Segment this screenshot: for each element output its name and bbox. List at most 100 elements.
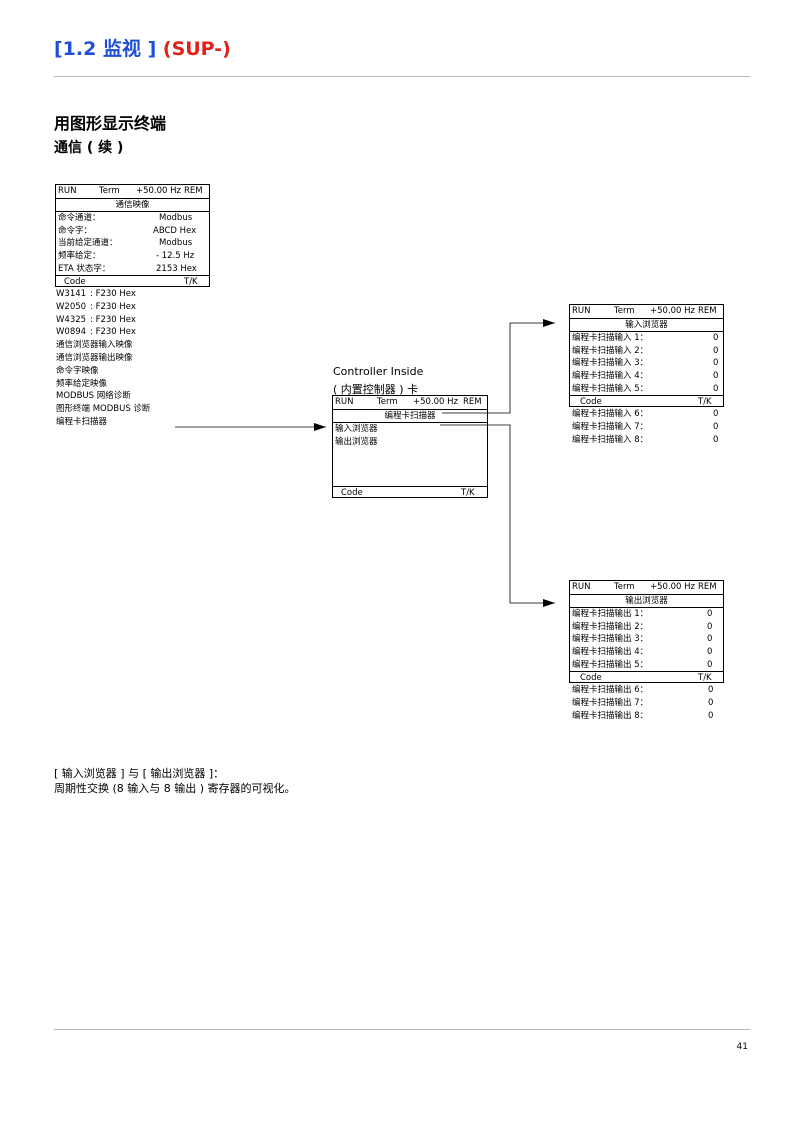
screen-title[interactable]: 编程卡扫描器	[333, 410, 487, 424]
register-item[interactable]: W2050: F230 Hex	[56, 301, 150, 314]
row-value: 0	[713, 383, 719, 394]
register-label: W0894	[56, 327, 87, 338]
menu-item-output-browser[interactable]: 输出浏览器	[335, 436, 378, 447]
menu-item[interactable]: 编程卡扫描器	[56, 416, 108, 427]
data-row: ETA 状态字： 2153 Hex	[56, 263, 209, 276]
data-row: 命令通道： Modbus	[56, 212, 209, 225]
footer-code: Code	[580, 673, 602, 684]
register-value: : F230 Hex	[90, 314, 136, 325]
menu-item[interactable]: 通信浏览器输出映像	[56, 352, 133, 363]
data-row: 编程卡扫描输出 5：0	[570, 659, 723, 672]
status-run: RUN	[58, 186, 77, 196]
footer-bar: Code T/K	[56, 275, 209, 289]
row-value: 2153 Hex	[156, 263, 197, 274]
row-label: ETA 状态字：	[58, 263, 111, 274]
menu-item-input-browser[interactable]: 输入浏览器	[335, 424, 378, 435]
row-label: 编程卡扫描输出 4：	[572, 646, 649, 657]
row-label: 当前给定通道：	[58, 238, 118, 249]
status-run: RUN	[335, 397, 354, 407]
row-value: 0	[708, 685, 714, 695]
register-value: : F230 Hex	[90, 301, 136, 312]
data-row: 编程卡扫描输出 2：0	[570, 621, 723, 634]
status-rem: REM	[184, 186, 203, 196]
screen-title: 通信映像	[56, 199, 209, 213]
menu-item[interactable]: MODBUS 网络诊断	[56, 391, 131, 402]
row-value: 0	[713, 421, 719, 432]
data-row: 编程卡扫描输出 7：0	[572, 697, 722, 710]
data-row: 频率给定：- 12.5 Hz	[56, 250, 209, 263]
row-value: 0	[708, 710, 714, 721]
data-row: 编程卡扫描输入 4：0	[570, 370, 723, 383]
footer-bar: Code T/K	[333, 486, 487, 500]
controller-label-zh: ( 内置控制器 ) 卡	[333, 383, 419, 396]
data-row: 编程卡扫描输出 8： 0	[572, 710, 722, 723]
header-title-menu: [1.2 监视 ]	[54, 38, 157, 60]
register-value: : F230 Hex	[90, 289, 136, 299]
row-value: Modbus	[159, 213, 193, 224]
data-row: 编程卡扫描输入 1：0	[570, 332, 723, 345]
status-freq: +50.00 Hz	[413, 397, 459, 407]
data-row: 编程卡扫描输入 3：0	[570, 357, 723, 370]
register-item[interactable]: W3141: F230 Hex	[56, 288, 150, 301]
row-label: 编程卡扫描输入 5：	[572, 383, 649, 394]
page-header-title: [1.2 监视 ] (SUP-)	[54, 34, 231, 61]
arrow-to-input-browser	[442, 319, 555, 414]
footer-code: Code	[341, 488, 363, 499]
menu-item[interactable]: 命令字映像	[56, 365, 99, 376]
data-row: 编程卡扫描输入 5： 0	[570, 383, 723, 396]
status-bar: RUN Term +50.00 Hz REM	[570, 305, 723, 319]
footer-bar: Code T/K	[570, 395, 723, 409]
register-item[interactable]: W0894: F230 Hex	[56, 326, 150, 339]
register-label: W2050	[56, 301, 87, 312]
footer-tk: T/K	[461, 488, 475, 499]
status-run: RUN	[572, 306, 591, 316]
footer-bar: Code T/K	[570, 671, 723, 685]
status-rem: REM	[698, 306, 717, 316]
row-value: 0	[713, 345, 719, 356]
row-label: 编程卡扫描输出 3：	[572, 634, 649, 645]
row-value: 0	[713, 370, 719, 381]
row-label: 编程卡扫描输出 1：	[572, 609, 649, 620]
menu-item[interactable]: 图形终端 MODBUS 诊断	[56, 404, 151, 415]
row-label: 编程卡扫描输出 8：	[572, 710, 649, 721]
status-freq: +50.00 Hz	[650, 582, 696, 592]
status-bar: RUN Term +50.00 Hz REM	[333, 396, 487, 410]
register-label: W3141	[56, 289, 87, 299]
row-value: 0	[707, 621, 713, 632]
row-label: 频率给定：	[58, 250, 101, 261]
status-term: Term	[614, 582, 635, 592]
data-row: 编程卡扫描输入 2：0	[570, 345, 723, 358]
row-label: 编程卡扫描输入 6：	[572, 409, 649, 419]
row-value: 0	[707, 609, 713, 620]
register-label: W4325	[56, 314, 87, 325]
row-label: 编程卡扫描输出 6：	[572, 685, 649, 695]
page-number: 41	[736, 1042, 748, 1052]
register-item[interactable]: W4325: F230 Hex	[56, 314, 150, 327]
screen-title: 输入浏览器	[570, 319, 723, 333]
row-value: 0	[707, 659, 713, 670]
status-run: RUN	[572, 582, 591, 592]
data-row: 当前给定通道：Modbus	[56, 237, 209, 250]
screen-title: 输出浏览器	[570, 595, 723, 609]
status-term: Term	[377, 397, 398, 407]
data-row: 编程卡扫描输入 6：0	[572, 408, 722, 421]
row-value: 0	[713, 358, 719, 369]
row-label: 命令通道：	[58, 213, 101, 224]
data-row: 编程卡扫描输入 8：0	[572, 434, 722, 447]
data-row: 编程卡扫描输入 7：0	[572, 421, 722, 434]
data-row: 编程卡扫描输出 1： 0	[570, 608, 723, 621]
footer-code: Code	[580, 397, 602, 408]
menu-item[interactable]: 通信浏览器输入映像	[56, 340, 133, 351]
header-divider	[54, 76, 750, 77]
status-bar: RUN Term +50.00 Hz REM	[56, 185, 209, 199]
menu-item[interactable]: 频率给定映像	[56, 378, 108, 389]
sub-title: 通信 ( 续 )	[54, 140, 124, 156]
row-label: 命令字：	[58, 225, 93, 236]
row-value: 0	[713, 333, 719, 344]
output-browser-screen: RUN Term +50.00 Hz REM 输出浏览器 编程卡扫描输出 1：0…	[569, 580, 724, 683]
footer-tk: T/K	[698, 673, 712, 684]
status-term: Term	[614, 306, 635, 316]
